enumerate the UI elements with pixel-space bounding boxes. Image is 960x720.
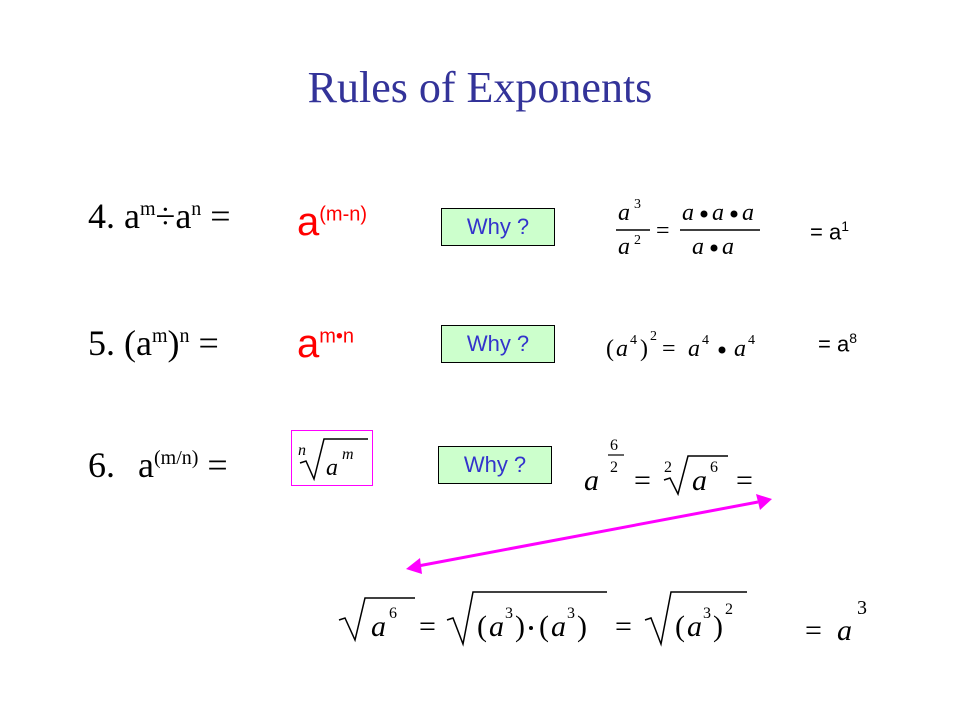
rule-6-why-button[interactable]: Why ?	[438, 446, 552, 484]
svg-text:a: a	[722, 234, 734, 260]
rule-5-open: (a	[124, 323, 152, 363]
svg-text:2: 2	[664, 459, 672, 476]
svg-text:3: 3	[505, 605, 513, 622]
rule-4-base-a: a	[124, 196, 140, 236]
rule-4-divide: ÷	[155, 196, 176, 236]
svg-text:3: 3	[857, 597, 867, 619]
svg-text:=: =	[419, 610, 436, 643]
connector-arrow	[406, 494, 772, 574]
svg-text:a: a	[371, 610, 386, 643]
rule-6-example: a 6 2 = 2 a 6 =	[584, 437, 753, 497]
rule-5-answer-base: a	[297, 322, 320, 366]
rule-5-answer-exp: m•n	[319, 325, 355, 348]
svg-text:a: a	[584, 464, 599, 497]
rule-6-radical: n a m	[298, 438, 368, 482]
svg-text:a: a	[688, 336, 700, 362]
svg-text:): )	[577, 610, 587, 643]
svg-text:): )	[713, 610, 723, 643]
rule-6-answer-box: n a m	[291, 430, 373, 486]
svg-text:a: a	[682, 200, 694, 226]
svg-text:=: =	[662, 336, 676, 362]
svg-text:3: 3	[567, 605, 575, 622]
rule-4-example: a 3 a 2 = a a a a a	[616, 197, 760, 260]
rule-4-result-text: = a	[810, 219, 842, 245]
svg-text:a: a	[489, 610, 504, 643]
rule-4-why-button[interactable]: Why ?	[441, 208, 555, 246]
svg-text:a: a	[551, 610, 566, 643]
svg-text:a: a	[692, 464, 707, 497]
rule-4-equals: =	[201, 196, 231, 236]
rule-5-result: = a8	[818, 330, 857, 357]
rule-5-why-button[interactable]: Why ?	[441, 325, 555, 363]
svg-text:a: a	[616, 336, 628, 362]
svg-text:a: a	[734, 336, 746, 362]
rule-5-answer: am•n	[297, 322, 354, 367]
rule-6-lhs: 6. a(m/n) =	[88, 444, 228, 486]
rule-5-number: 5.	[88, 323, 115, 363]
rule-4-base-a2: a	[175, 196, 192, 236]
svg-text:=: =	[615, 610, 632, 643]
svg-text:a: a	[712, 200, 724, 226]
rule-4-exp-n: n	[191, 198, 202, 220]
svg-text:): )	[515, 610, 525, 643]
rule-6-exp: (m/n)	[153, 447, 199, 469]
rule-5-equals: =	[189, 323, 219, 363]
svg-text:6: 6	[610, 437, 618, 454]
svg-text:3: 3	[703, 605, 711, 622]
svg-text:=: =	[805, 614, 822, 647]
svg-text:2: 2	[650, 329, 657, 344]
svg-text:(: (	[606, 336, 614, 362]
svg-text:4: 4	[630, 333, 637, 348]
svg-text:2: 2	[634, 233, 641, 248]
rule-5-result-text: = a	[818, 331, 850, 357]
bottom-derivation: a 6 = ( a 3 ) ( a 3 ) = ( a 3 ) 2 = a 3	[338, 591, 867, 647]
svg-text:a: a	[618, 234, 630, 260]
svg-text:a: a	[692, 234, 704, 260]
svg-text:a: a	[742, 200, 754, 226]
rule-5-exp-m: m	[151, 325, 168, 347]
page-title: Rules of Exponents	[307, 63, 653, 112]
svg-text:(: (	[539, 610, 549, 643]
rule-4-result: = a1	[810, 218, 849, 245]
rule-6-equals: =	[198, 445, 228, 485]
rule-5-exp-n: n	[179, 325, 190, 347]
svg-text:=: =	[736, 464, 753, 497]
svg-text:6: 6	[710, 459, 718, 476]
svg-text:(: (	[675, 610, 685, 643]
svg-text:2: 2	[725, 601, 733, 618]
rule-5-result-exp: 8	[849, 330, 857, 346]
svg-text:(: (	[477, 610, 487, 643]
svg-text:n: n	[298, 442, 306, 459]
svg-text:): )	[640, 336, 648, 362]
svg-text:=: =	[656, 218, 670, 244]
rule-4-number: 4.	[88, 196, 115, 236]
svg-text:3: 3	[634, 197, 641, 212]
svg-text:m: m	[342, 446, 354, 463]
svg-text:a: a	[837, 614, 852, 647]
rule-4-exp-m: m	[139, 198, 156, 220]
rule-5-lhs: 5. (am)n =	[88, 322, 219, 364]
svg-text:a: a	[687, 610, 702, 643]
rule-6-base-a: a	[138, 445, 154, 485]
rule-5-example: ( a 4 ) 2 = a 4 a 4	[606, 329, 755, 362]
rule-4-answer: a(m-n)	[297, 200, 367, 245]
svg-text:a: a	[326, 455, 338, 481]
rule-6-number: 6.	[88, 445, 115, 485]
svg-text:4: 4	[702, 333, 709, 348]
svg-text:=: =	[634, 464, 651, 497]
rule-4-example-num: a	[618, 200, 630, 226]
rule-4-answer-base: a	[297, 200, 320, 244]
rule-4-lhs: 4. am÷an =	[88, 195, 231, 237]
rule-4-answer-exp: (m-n)	[319, 203, 368, 226]
svg-text:4: 4	[748, 333, 755, 348]
rule-5-close: )	[167, 323, 180, 363]
svg-text:2: 2	[610, 459, 618, 476]
rule-4-result-exp: 1	[841, 218, 849, 234]
svg-text:6: 6	[389, 605, 397, 622]
